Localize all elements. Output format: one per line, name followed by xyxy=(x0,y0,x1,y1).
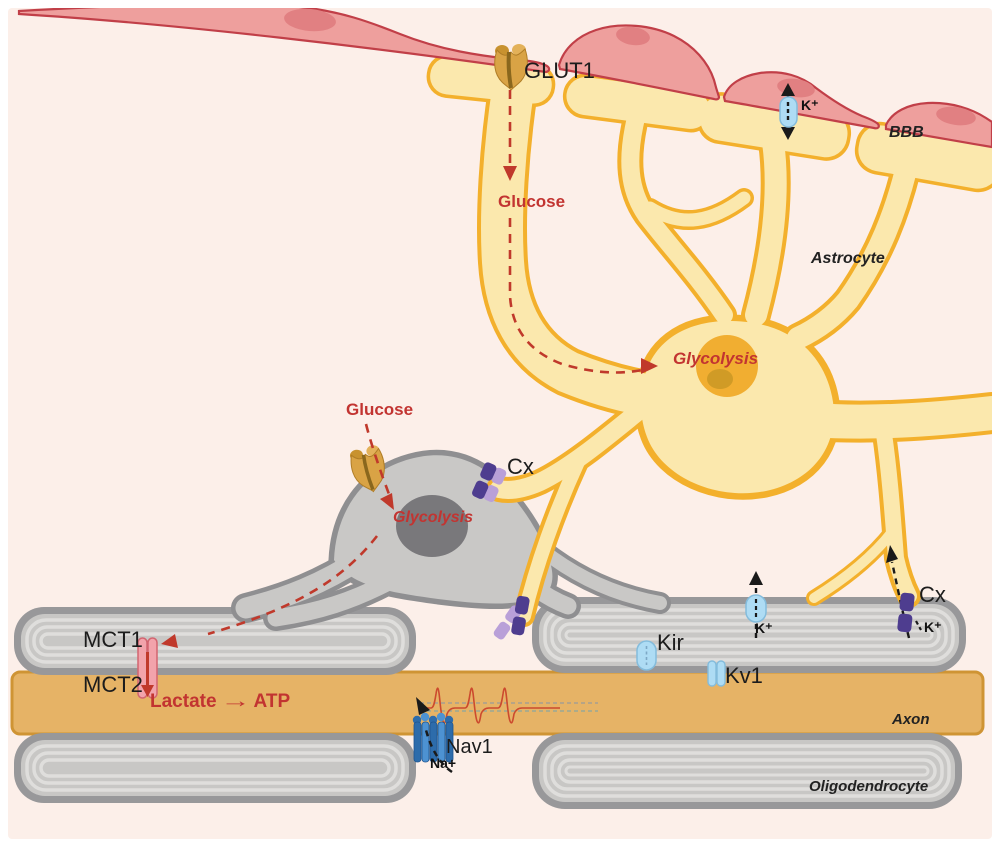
k-channel-myelin-icon xyxy=(745,571,767,638)
astrocyte-nucleolus xyxy=(707,369,733,389)
oligodendrocyte-label: Oligodendrocyte xyxy=(809,778,929,795)
glucose-path-oligodendrocyte xyxy=(207,423,393,636)
connexin-right-icon xyxy=(886,545,922,639)
myelin-sheath-top-left xyxy=(14,607,416,675)
kir-channel-icon xyxy=(636,640,657,671)
bbb-label: BBB xyxy=(889,124,924,141)
mct2-label: MCT2 xyxy=(83,672,143,697)
cx-top-label: Cx xyxy=(507,454,534,479)
glucose-transporter-icon xyxy=(349,445,385,493)
kv1-channel-icon xyxy=(707,660,726,687)
na-influx-arrow xyxy=(416,697,453,774)
k-plus-bbb-label: K⁺ xyxy=(801,97,819,113)
glut1-label: GLUT1 xyxy=(524,58,595,83)
myelin-sheath-bottom-right xyxy=(532,733,962,809)
reaction-arrow-icon: → xyxy=(219,691,251,712)
action-potential-trace xyxy=(419,687,598,724)
k-plus-right-label: K⁺ xyxy=(924,619,942,635)
endothelial-nuclei xyxy=(284,8,976,126)
glut1-transporter-icon xyxy=(494,44,528,91)
lactate-text: Lactate xyxy=(150,691,217,712)
nav1-channel-icon xyxy=(412,712,454,763)
myelin-sheath-bottom-left xyxy=(14,733,416,803)
kir-label: Kir xyxy=(657,630,684,655)
connexin-left-icon xyxy=(493,595,530,640)
oligodendrocyte-nucleus xyxy=(396,495,468,557)
kv1-label: Kv1 xyxy=(725,663,763,688)
axon-label: Axon xyxy=(892,711,930,728)
glucose-top-label: Glucose xyxy=(498,192,566,211)
glucose-oligo-label: Glucose xyxy=(346,400,414,419)
glycolysis-oligo-arrowhead xyxy=(380,493,394,510)
atp-text: ATP xyxy=(253,691,291,712)
mct1-label: MCT1 xyxy=(83,627,143,652)
glycolysis-astrocyte-label: Glycolysis xyxy=(673,349,759,368)
mct1-arrowhead xyxy=(161,634,178,648)
glycolysis-oligo-label: Glycolysis xyxy=(393,509,474,526)
mct-transporter-icon xyxy=(137,637,158,699)
glucose-arrowhead-down xyxy=(503,166,517,181)
lactate-atp-label: Lactate → ATP xyxy=(150,692,290,711)
k-plus-myelin-label: K⁺ xyxy=(755,620,773,636)
cx-right-label: Cx xyxy=(919,582,946,607)
astrocyte-label: Astrocyte xyxy=(811,250,885,267)
connexin-top-icon xyxy=(472,462,507,502)
k-channel-bbb-icon xyxy=(779,83,798,140)
na-plus-label: Na+ xyxy=(430,755,457,771)
glucose-path-astrocyte xyxy=(508,90,643,374)
glycolysis-arrowhead-right xyxy=(641,358,658,374)
nav1-label: Nav1 xyxy=(446,736,493,758)
